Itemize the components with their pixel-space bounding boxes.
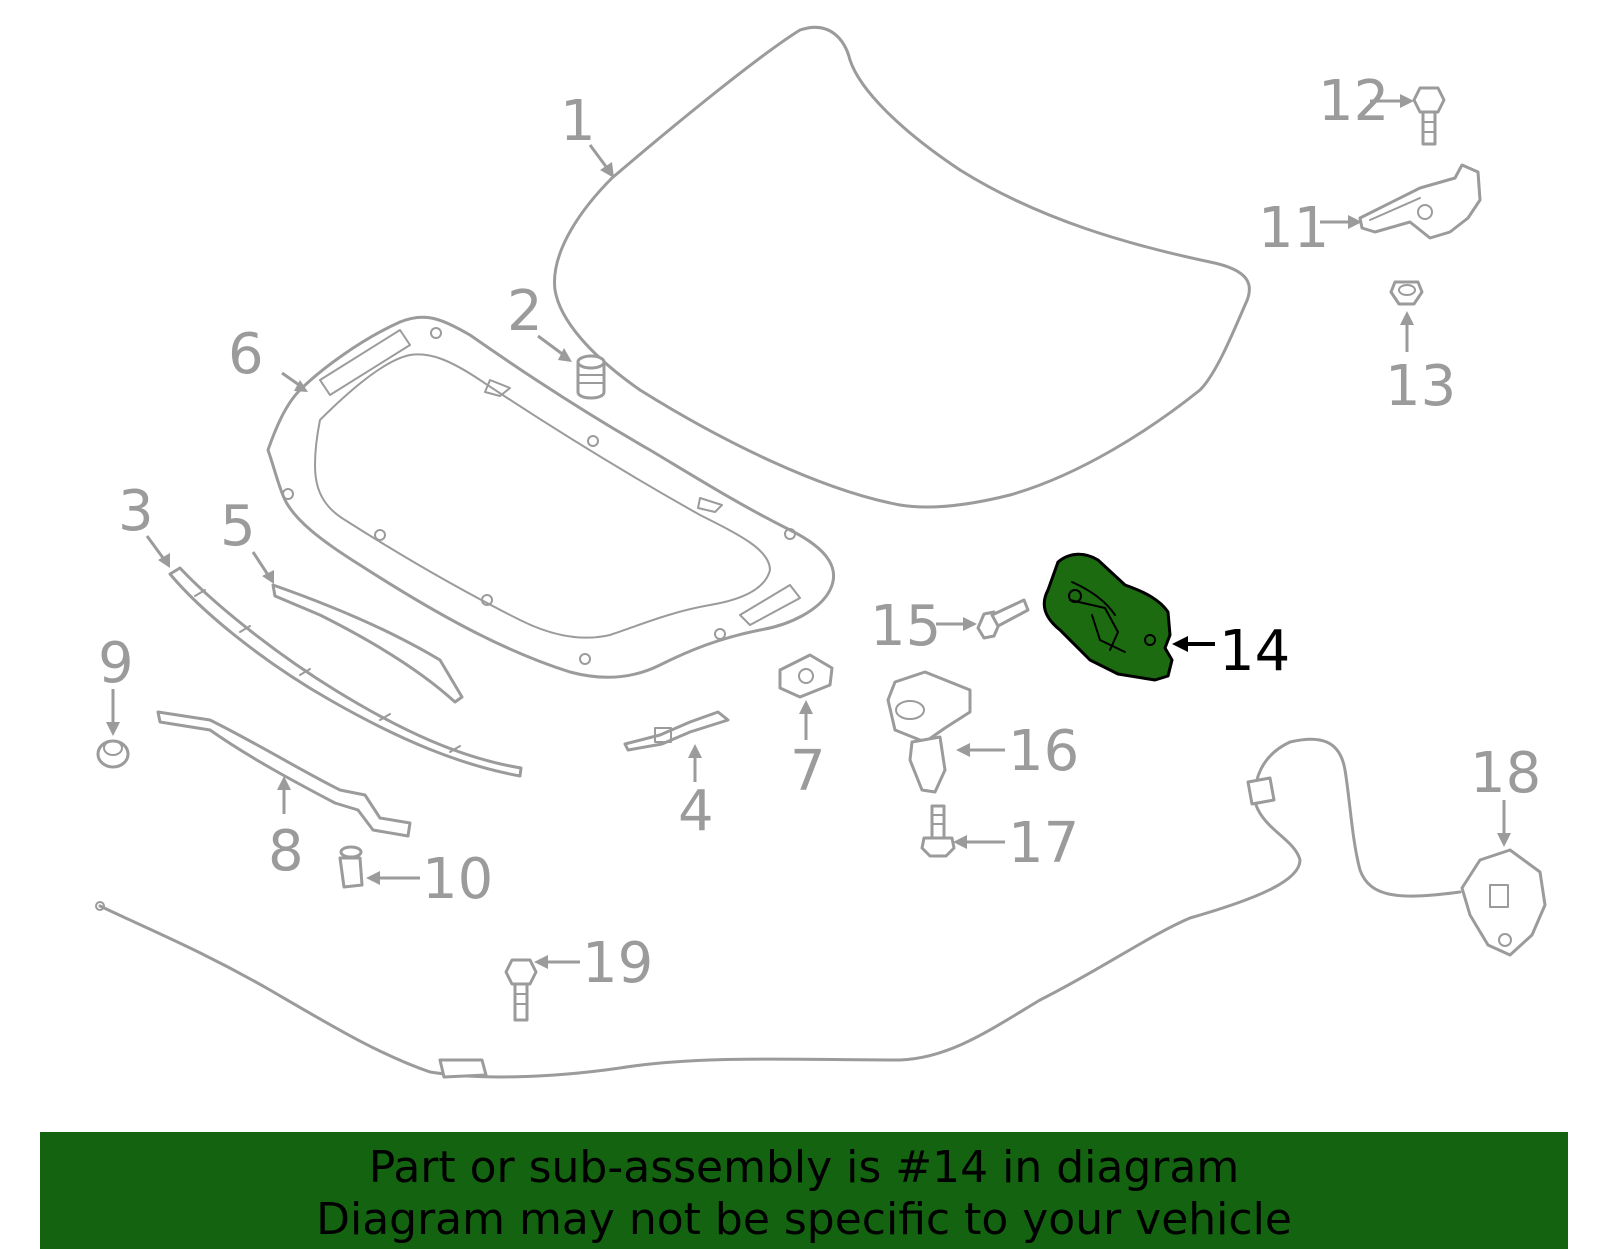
part-12-bolt [1412,86,1446,146]
part-19-bolt [504,958,538,1022]
callout-16: 16 [1008,719,1079,784]
part-1-hood [553,25,1251,509]
part-2-bumper [576,354,606,400]
part-17-bolt [920,804,956,858]
callout-10: 10 [422,847,493,912]
callout-14: 14 [1219,619,1290,684]
footer-line-1: Part or sub-assembly is #14 in diagram [368,1142,1240,1193]
part-10-clip [338,845,364,889]
part-18-release-cable [95,737,1547,1079]
part-9-clip [96,739,130,769]
leader-arrow-14 [1172,636,1215,652]
part-6-insulator [266,315,836,679]
callout-6: 6 [228,322,264,387]
part-14-hood-lock [1042,552,1174,682]
callout-15: 15 [870,594,941,659]
callout-2: 2 [507,279,543,344]
part-15-bolt [976,598,1030,640]
callout-labels: 1 2 3 4 5 6 7 8 9 10 11 12 13 14 15 16 1… [98,69,1541,996]
part-11-hinge [1358,163,1482,240]
callout-12: 12 [1318,69,1389,134]
footer-line-2: Diagram may not be specific to your vehi… [316,1194,1292,1245]
callout-19: 19 [582,931,653,996]
callout-11: 11 [1258,196,1329,261]
callout-1: 1 [560,89,596,154]
callout-17: 17 [1008,811,1079,876]
part-5-seal [271,583,464,704]
callout-9: 9 [98,631,134,696]
part-16-striker [886,670,972,794]
callout-4: 4 [678,779,714,844]
part-4-rod-holder [623,710,730,752]
callout-3: 3 [118,479,154,544]
callout-8: 8 [268,819,304,884]
part-7-bracket [778,653,834,699]
leader-arrows [106,94,1511,969]
callout-13: 13 [1385,354,1456,419]
callout-5: 5 [220,494,256,559]
part-13-nut [1389,280,1424,306]
callout-7: 7 [790,739,826,804]
footer-banner: Part or sub-assembly is #14 in diagram D… [40,1132,1568,1249]
callout-18: 18 [1470,741,1541,806]
part-8-strip [156,710,412,838]
part-3-seal [168,566,523,778]
